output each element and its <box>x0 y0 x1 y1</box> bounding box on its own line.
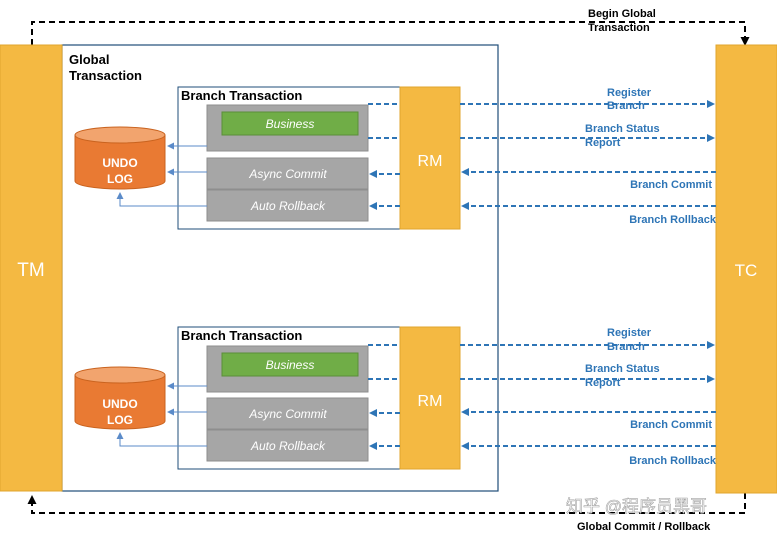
register-branch-label-2: Branch <box>607 100 645 112</box>
business-label: Business <box>266 358 315 372</box>
rollback-to-undo-arrow <box>116 432 207 447</box>
register-branch-label-1: Register <box>607 87 652 99</box>
async-commit-box <box>206 397 369 430</box>
begin-global-label-1: Begin Global <box>588 8 656 20</box>
rm-label: RM <box>418 393 443 410</box>
tm-label: TM <box>17 260 44 281</box>
business-box <box>221 352 359 377</box>
auto-rollback-label: Auto Rollback <box>250 439 326 453</box>
tc-bar <box>715 44 777 494</box>
branch-status-label-1: Branch Status <box>585 363 660 375</box>
begin-global-label-2: Transaction <box>588 22 650 34</box>
auto-rollback-box <box>206 429 369 462</box>
business-box <box>221 111 359 136</box>
undo-log-cylinder: UNDO LOG <box>74 366 166 430</box>
branch-commit-label: Branch Commit <box>630 179 712 191</box>
branch-transaction-1: Branch Transaction Business Async Commit… <box>74 86 717 230</box>
auto-rollback-box <box>206 189 369 222</box>
branch-status-label-1: Branch Status <box>585 123 660 135</box>
begin-global-arrow <box>31 21 750 46</box>
undo-log-cylinder: UNDO LOG <box>74 126 166 190</box>
async-commit-label: Async Commit <box>248 407 327 421</box>
rm-box <box>399 86 461 230</box>
undo-log-label-2: LOG <box>107 172 133 186</box>
rm-box <box>399 326 461 470</box>
branch-rollback-label: Branch Rollback <box>629 214 717 226</box>
tm-bar <box>0 44 63 492</box>
branch-title: Branch Transaction <box>181 328 302 343</box>
global-commit-arrow <box>27 493 746 514</box>
undo-log-label-2: LOG <box>107 413 133 427</box>
register-branch-label-2: Branch <box>607 341 645 353</box>
undo-log-label-1: UNDO <box>102 156 137 170</box>
undo-log-label-1: UNDO <box>102 397 137 411</box>
branch-title: Branch Transaction <box>181 88 302 103</box>
global-transaction-label-2: Transaction <box>69 68 142 83</box>
branch-rollback-label: Branch Rollback <box>629 455 717 467</box>
watermark: 知乎 @程序员黑哥 <box>566 497 707 516</box>
async-commit-box <box>206 157 369 190</box>
auto-rollback-label: Auto Rollback <box>250 199 326 213</box>
global-transaction-label-1: Global <box>69 52 109 67</box>
branch-transaction-2: Branch Transaction Business Async Commit… <box>74 326 717 470</box>
global-commit-label: Global Commit / Rollback <box>577 521 711 533</box>
rm-label: RM <box>418 153 443 170</box>
register-branch-label-1: Register <box>607 327 652 339</box>
business-label: Business <box>266 117 315 131</box>
branch-status-label-2: Report <box>585 377 621 389</box>
branch-status-label-2: Report <box>585 137 621 149</box>
branch-commit-label: Branch Commit <box>630 419 712 431</box>
async-commit-label: Async Commit <box>248 167 327 181</box>
tc-label: TC <box>735 261 758 280</box>
rollback-to-undo-arrow <box>116 192 207 207</box>
